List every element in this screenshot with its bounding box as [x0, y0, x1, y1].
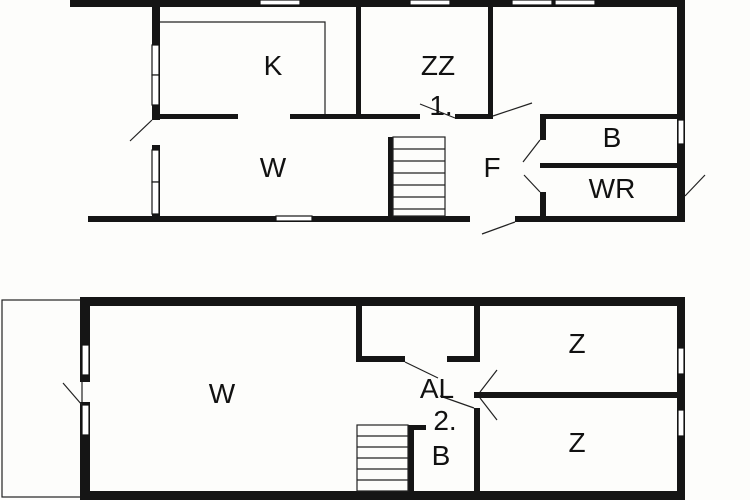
window — [81, 344, 90, 376]
wall — [70, 0, 685, 7]
wall — [408, 425, 426, 430]
wall — [455, 114, 493, 119]
wall — [356, 356, 405, 362]
room-label-w: W — [209, 378, 236, 409]
wall — [474, 305, 480, 362]
room-label-wr: WR — [589, 173, 636, 204]
kitchen-counter — [160, 21, 326, 114]
wall — [408, 425, 414, 500]
wall — [447, 356, 480, 362]
wall — [515, 216, 685, 222]
room-label-f: F — [483, 152, 500, 183]
floor-number: 2. — [433, 405, 456, 436]
wall — [474, 392, 685, 398]
wall — [80, 297, 685, 306]
wall — [677, 297, 685, 500]
door-swings — [62, 361, 498, 421]
room-label-z: Z — [568, 328, 585, 359]
wall — [80, 297, 90, 382]
window — [151, 74, 160, 106]
room-label-zz: ZZ — [421, 50, 455, 81]
window — [275, 215, 313, 222]
wall — [540, 192, 546, 222]
wall — [80, 491, 685, 500]
room-label-al: AL — [420, 373, 454, 404]
window — [677, 347, 685, 375]
room-label-b: B — [603, 122, 622, 153]
window — [259, 0, 301, 6]
wall — [160, 114, 238, 119]
wall — [540, 163, 685, 168]
wall — [540, 114, 685, 119]
floor-2-plan: W AL 2. B Z Z — [1, 297, 685, 500]
window — [554, 0, 596, 6]
window — [409, 0, 451, 6]
room-label-w: W — [260, 152, 287, 183]
window — [151, 181, 160, 215]
floor-1-plan: K ZZ 1. W F B WR — [70, 0, 706, 235]
wall — [388, 137, 393, 217]
window — [677, 119, 685, 145]
wall — [80, 402, 90, 500]
window — [151, 149, 160, 183]
wall — [488, 6, 493, 118]
floor-number: 1. — [429, 90, 452, 121]
staircase — [356, 424, 409, 492]
wall — [474, 408, 480, 500]
room-label-k: K — [264, 50, 283, 81]
room-label-b: B — [432, 440, 451, 471]
door-swings — [129, 102, 706, 235]
window — [511, 0, 553, 6]
wall — [356, 305, 362, 362]
window — [81, 404, 90, 436]
wall — [356, 6, 361, 118]
wall — [540, 114, 546, 140]
wall — [677, 0, 685, 222]
room-label-z: Z — [568, 427, 585, 458]
balcony — [1, 299, 83, 498]
staircase — [392, 136, 446, 217]
window — [151, 44, 160, 76]
window — [677, 409, 685, 437]
wall — [290, 114, 420, 119]
